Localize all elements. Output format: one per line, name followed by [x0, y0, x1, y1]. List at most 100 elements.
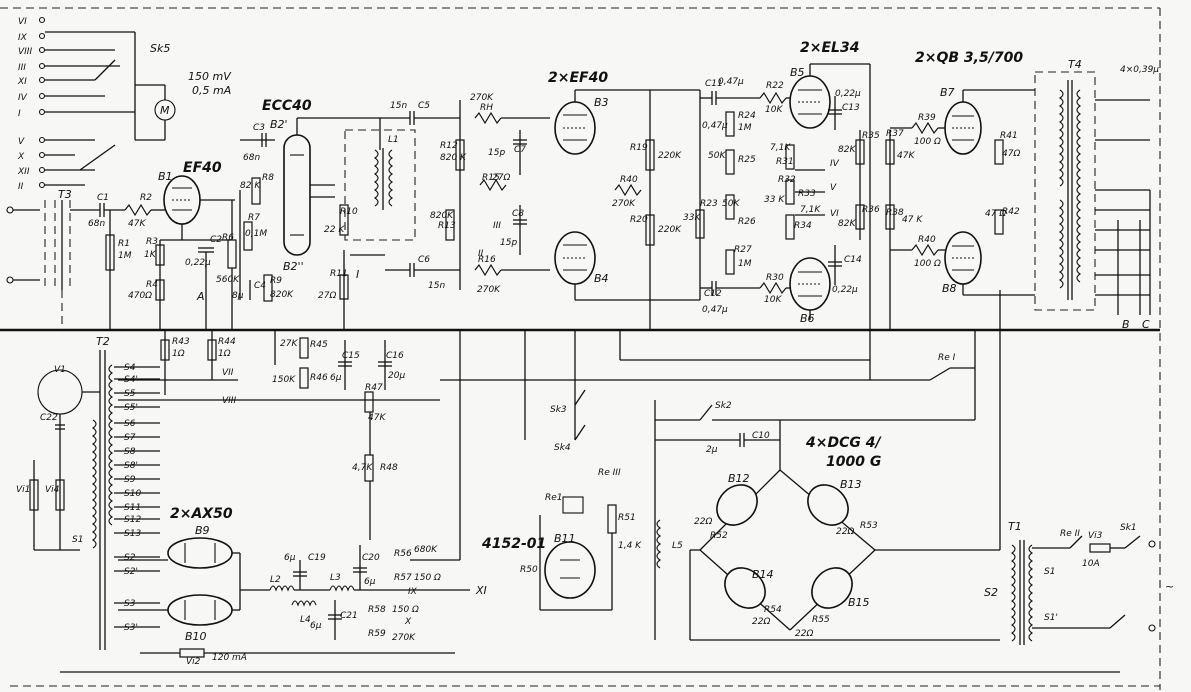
switch-terminal[interactable]	[38, 181, 46, 189]
l4-label: L4	[300, 615, 311, 625]
meter-range-v: 150 mV	[188, 70, 232, 83]
r38-label: R38	[886, 208, 904, 218]
l1-shield	[344, 129, 416, 241]
winding-label: S2'	[124, 567, 138, 577]
mains-terminal-2[interactable]	[1148, 624, 1156, 632]
r47-label: R47	[365, 383, 383, 393]
r22-label: R22	[766, 81, 784, 91]
b6-name: B6	[800, 312, 815, 325]
tube-b10	[167, 594, 233, 626]
dcg-label-2: 1000 G	[826, 454, 881, 470]
b4-name: B4	[594, 272, 609, 285]
vi2-value: 120 mA	[212, 653, 247, 663]
winding-label: S8'	[124, 461, 138, 471]
rh-label: RH	[480, 103, 493, 113]
switch-position-label: XI	[17, 77, 27, 87]
ax50-pair-label: 2×AX50	[170, 506, 233, 522]
mains-input: T1 S2 S1 S1' Re II Vi3 10A Sk1 ~	[984, 520, 1174, 645]
r36-value: 82K	[838, 219, 856, 229]
r9-label: R9	[270, 276, 282, 286]
c1-label: C1	[97, 193, 109, 203]
r52b-value: 22Ω	[694, 517, 712, 527]
switch-terminal[interactable]	[38, 151, 46, 159]
switch-terminal[interactable]	[38, 76, 46, 84]
switch-terminal[interactable]	[38, 62, 46, 70]
r57-label: R57	[394, 573, 412, 583]
power-supply: V1 T2 S4S4'S5S5'S6S7S8S8'S9S10S11S12S13S…	[16, 330, 440, 650]
sk1-label: Sk1	[1120, 523, 1137, 533]
vi2-label: Vi2	[186, 657, 201, 667]
r48-label: R48	[380, 463, 398, 473]
c19-label: C19	[308, 553, 326, 563]
l2-label: L2	[270, 575, 281, 585]
r13-value: 820K	[430, 211, 454, 221]
r45-label: R45	[310, 340, 328, 350]
b5-name: B5	[790, 66, 805, 79]
r31-label: R31	[776, 157, 794, 167]
net-i: I	[356, 268, 359, 281]
c13-label: C13	[842, 103, 860, 113]
net-xi: XI	[475, 584, 487, 597]
c22-label: C22	[40, 413, 58, 423]
r37-label: R37	[886, 129, 904, 139]
r33-label: R33	[798, 189, 816, 199]
winding-label: S6	[124, 419, 136, 429]
switch-terminal[interactable]	[38, 108, 46, 116]
tube-b9	[167, 537, 233, 569]
r54-label: R54	[764, 605, 782, 615]
r42-label: R42	[1002, 207, 1020, 217]
input-jack[interactable]	[6, 206, 14, 214]
c19-value: 6μ	[284, 553, 296, 563]
r15-value: 27Ω	[492, 173, 510, 183]
switch-position-label: V	[18, 137, 25, 147]
c20-label: C20	[362, 553, 380, 563]
c13-value: 0,22μ	[835, 89, 861, 99]
r11-value: 27Ω	[318, 291, 336, 301]
b10-name: B10	[185, 630, 207, 643]
r9-value: 820K	[270, 290, 294, 300]
r23-value: 33K	[683, 213, 701, 223]
ecc40-label: ECC40	[262, 98, 312, 114]
net-vii: VII	[222, 368, 234, 378]
r37-value: 47K	[897, 151, 915, 161]
net-ii: II	[478, 249, 484, 259]
c12-label: C12	[704, 289, 722, 299]
r20-label: R20	[630, 215, 648, 225]
input-jack-2[interactable]	[6, 276, 14, 284]
winding-list: S4S4'S5S5'S6S7S8S8'S9S10S11S12S13S1S2S2'…	[72, 363, 160, 633]
c3-value: 68n	[243, 153, 260, 163]
net-v: V	[830, 183, 837, 193]
c5-label: C5	[418, 101, 430, 111]
mains-terminal-1[interactable]	[1148, 540, 1156, 548]
t2-label: T2	[96, 335, 110, 348]
vi1-label: Vi1	[16, 485, 30, 495]
c4-label: C4	[254, 281, 266, 291]
r15-label: R15	[482, 173, 500, 183]
r43-value: 1Ω	[172, 349, 185, 359]
r53-label: R53	[860, 521, 878, 531]
winding-label: S5	[124, 389, 136, 399]
tube-b12	[716, 484, 758, 526]
r33-value: 33 K	[764, 195, 785, 205]
r8-value: 82 K	[240, 181, 261, 191]
switch-terminal[interactable]	[38, 92, 46, 100]
switch-terminal[interactable]	[38, 16, 46, 24]
r38-value: 47 K	[902, 215, 923, 225]
switch-terminal[interactable]	[38, 136, 46, 144]
switch-terminal[interactable]	[38, 166, 46, 174]
b12-name: B12	[728, 472, 750, 485]
switch-terminal[interactable]	[38, 46, 46, 54]
r8-label: R8	[262, 173, 274, 183]
r40-label: R40	[620, 175, 638, 185]
r35-label: R35	[862, 131, 880, 141]
switch-terminal[interactable]	[38, 32, 46, 40]
r34-value: 7,1K	[800, 205, 821, 215]
c4-value: 8μ	[232, 291, 244, 301]
v1-label: V1	[54, 365, 66, 375]
r41-value: 47Ω	[1002, 149, 1020, 159]
sk2-label: Sk2	[715, 401, 732, 411]
winding-label: S8	[124, 447, 136, 457]
c7-label: C7	[514, 145, 526, 155]
r11-label: R11	[330, 269, 348, 279]
net-c: C	[1142, 318, 1150, 331]
